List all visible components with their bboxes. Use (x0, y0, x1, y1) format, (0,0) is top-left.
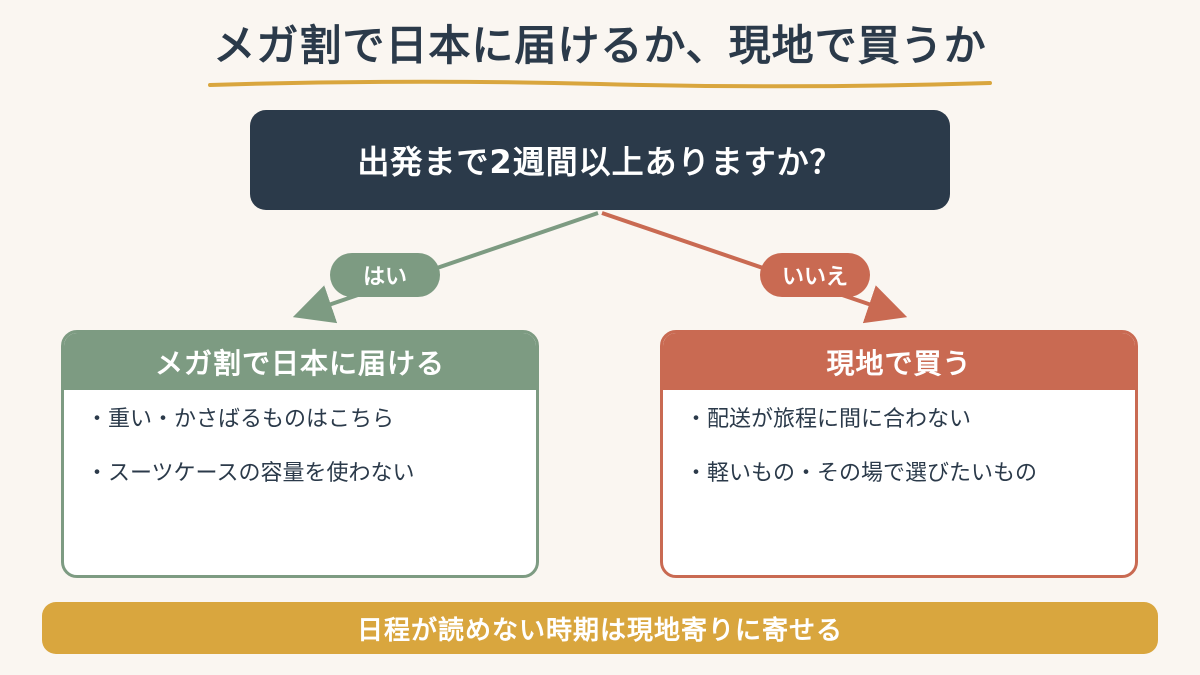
question-box: 出発まで2週間以上ありますか？ (250, 110, 950, 210)
list-item: ・スーツケースの容量を使わない (86, 461, 415, 486)
card-header-ship-to-japan: メガ割で日本に届ける (64, 333, 536, 390)
title-underline (208, 79, 992, 89)
page-title: メガ割で日本に届けるか、現地で買うか (213, 21, 987, 70)
option-card-buy-locally: 現地で買う ・配送が旅程に間に合わない ・軽いもの・その場で選びたいもの (660, 330, 1138, 578)
card-list-buy-locally: ・配送が旅程に間に合わない ・軽いもの・その場で選びたいもの (663, 390, 1135, 488)
list-item: ・軽いもの・その場で選びたいもの (685, 461, 1038, 486)
card-header-buy-locally: 現地で買う (663, 333, 1135, 390)
footer-tip-bar: 日程が読めない時期は現地寄りに寄せる (42, 602, 1158, 654)
yes-label: はい (330, 253, 440, 297)
option-card-ship-to-japan: メガ割で日本に届ける ・重い・かさばるものはこちら ・スーツケースの容量を使わな… (61, 330, 539, 578)
list-item: ・配送が旅程に間に合わない (685, 407, 972, 432)
card-list-ship-to-japan: ・重い・かさばるものはこちら ・スーツケースの容量を使わない (64, 390, 536, 488)
list-item: ・重い・かさばるものはこちら (86, 407, 395, 432)
no-label: いいえ (760, 253, 870, 297)
